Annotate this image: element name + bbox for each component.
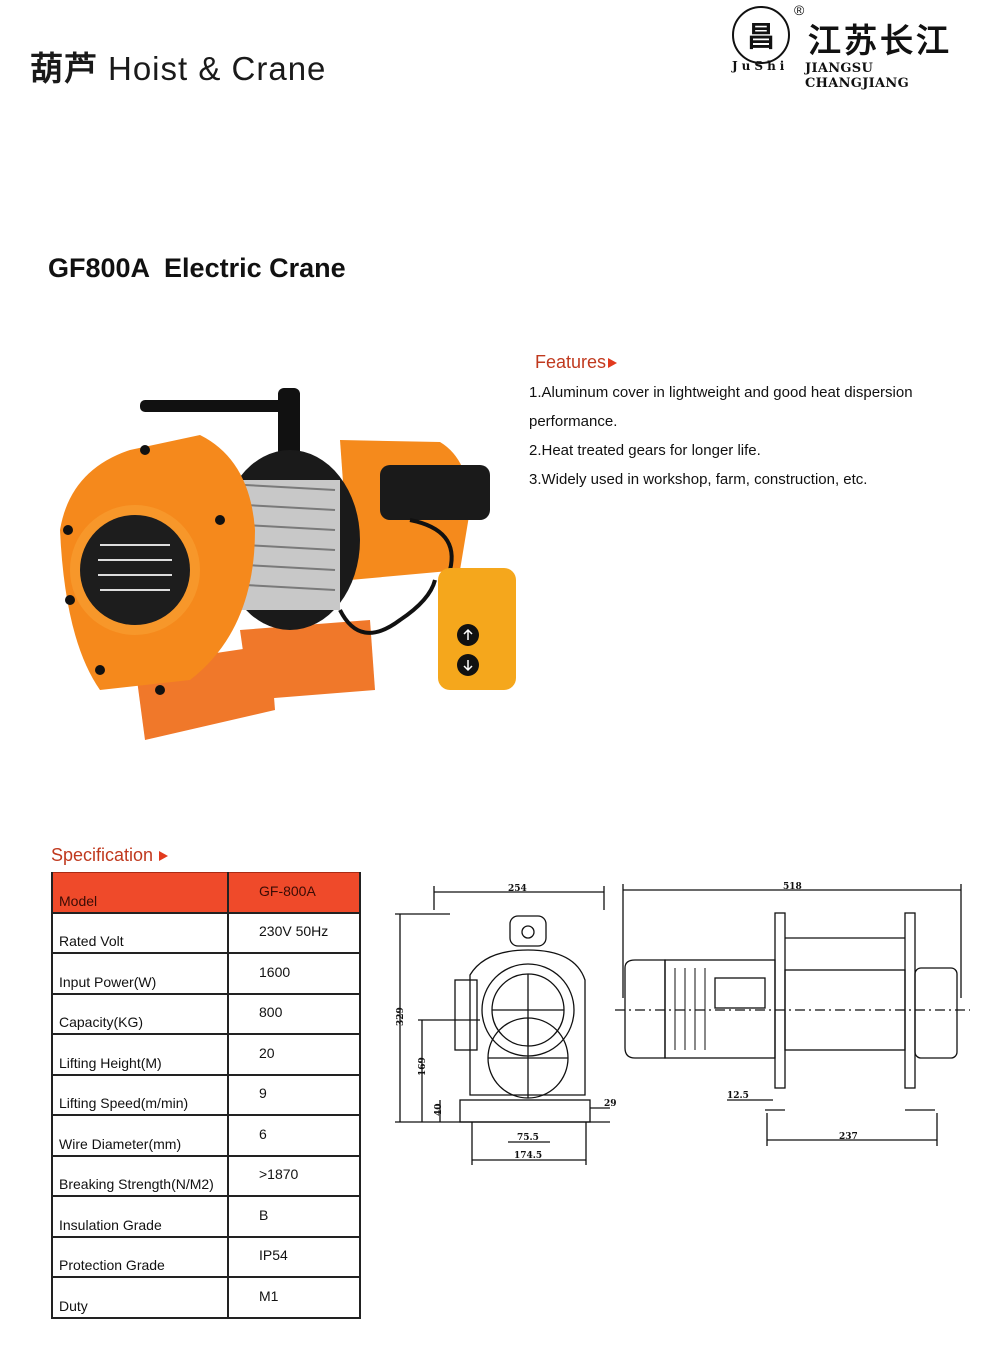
table-row: Duty M1 [52, 1277, 360, 1319]
table-cell-value: >1870 [228, 1155, 360, 1197]
features-heading: Features [535, 352, 618, 373]
dim-center-height: 169 [418, 1057, 428, 1076]
front-view-drawing: 254 329 169 40 29 75.5 174.5 [395, 884, 617, 1165]
dim-width: 254 [508, 884, 527, 894]
company-logo: 昌 ® JuShi 江苏长江 JIANGSU CHANGJIANG [728, 2, 978, 91]
table-cell-value: 6 [228, 1115, 360, 1157]
dim-base-length: 237 [839, 1132, 858, 1142]
table-row: Input Power(W) 1600 [52, 953, 360, 995]
table-cell-value: GF-800A [228, 872, 360, 914]
table-cell-label: Lifting Speed(m/min) [52, 1074, 229, 1116]
table-cell-label: Lifting Height(M) [52, 1034, 229, 1076]
table-cell-value: M1 [228, 1277, 360, 1319]
logo-mark-icon: 昌 [732, 6, 790, 64]
brand-title-en: Hoist & Crane [108, 50, 327, 87]
dim-offset: 12.5 [727, 1091, 749, 1101]
table-cell-value: B [228, 1196, 360, 1238]
table-cell-label: Rated Volt [52, 912, 229, 954]
table-cell-value: IP54 [228, 1236, 360, 1278]
logo-arc-text: JuShi [732, 59, 789, 73]
brand-title-cn: 葫芦 [30, 49, 98, 88]
table-cell-label: Capacity(KG) [52, 993, 229, 1035]
table-cell-label: Protection Grade [52, 1236, 229, 1278]
registered-mark: ® [794, 2, 805, 18]
table-cell-label: Wire Diameter(mm) [52, 1115, 229, 1157]
feature-item: 1.Aluminum cover in lightweight and good… [529, 384, 913, 401]
table-cell-value: 20 [228, 1034, 360, 1076]
table-cell-value: 9 [228, 1074, 360, 1116]
table-row: Capacity(KG) 800 [52, 993, 360, 1035]
table-cell-label: Duty [52, 1277, 229, 1319]
table-cell-label: Model [52, 872, 229, 914]
table-cell-label: Insulation Grade [52, 1196, 229, 1238]
table-cell-value: 230V 50Hz [228, 912, 360, 954]
dim-height: 329 [396, 1007, 406, 1026]
table-row: Breaking Strength(N/M2) >1870 [52, 1155, 360, 1197]
product-title: GF800A Electric Crane [48, 253, 346, 283]
table-row: Rated Volt 230V 50Hz [52, 912, 360, 954]
feature-item: 3.Widely used in workshop, farm, constru… [529, 471, 868, 488]
features-list: 1.Aluminum cover in lightweight and good… [529, 378, 969, 494]
feature-item: performance. [529, 413, 618, 430]
table-cell-value: 1600 [228, 953, 360, 995]
dim-base: 40 [434, 1103, 444, 1116]
dim-length: 518 [783, 882, 802, 892]
dim-foot: 29 [604, 1099, 617, 1109]
feature-item: 2.Heat treated gears for longer life. [529, 442, 761, 459]
table-cell-value: 800 [228, 993, 360, 1035]
company-name-en: JIANGSU CHANGJIANG [805, 61, 910, 91]
electric-hoist-image [60, 388, 516, 740]
table-row: Insulation Grade B [52, 1196, 360, 1238]
specification-heading: Specification [51, 845, 169, 866]
dim-base-width: 174.5 [514, 1151, 542, 1161]
dim-hole-spacing: 75.5 [517, 1133, 539, 1143]
specification-table: Model GF-800A Rated Volt 230V 50Hz Input… [51, 872, 361, 1319]
table-row: Wire Diameter(mm) 6 [52, 1115, 360, 1157]
table-cell-label: Input Power(W) [52, 953, 229, 995]
table-header-row: Model GF-800A [52, 872, 360, 914]
arrow-right-icon [159, 851, 169, 862]
table-row: Lifting Height(M) 20 [52, 1034, 360, 1076]
table-row: Lifting Speed(m/min) 9 [52, 1074, 360, 1116]
company-name-cn: 江苏长江 [808, 21, 952, 60]
table-cell-label: Breaking Strength(N/M2) [52, 1155, 229, 1197]
brand-title: 葫芦 Hoist & Crane [30, 42, 326, 90]
table-row: Protection Grade IP54 [52, 1236, 360, 1278]
arrow-right-icon [608, 358, 618, 369]
side-view-drawing: 518 12.5 237 [615, 882, 970, 1146]
